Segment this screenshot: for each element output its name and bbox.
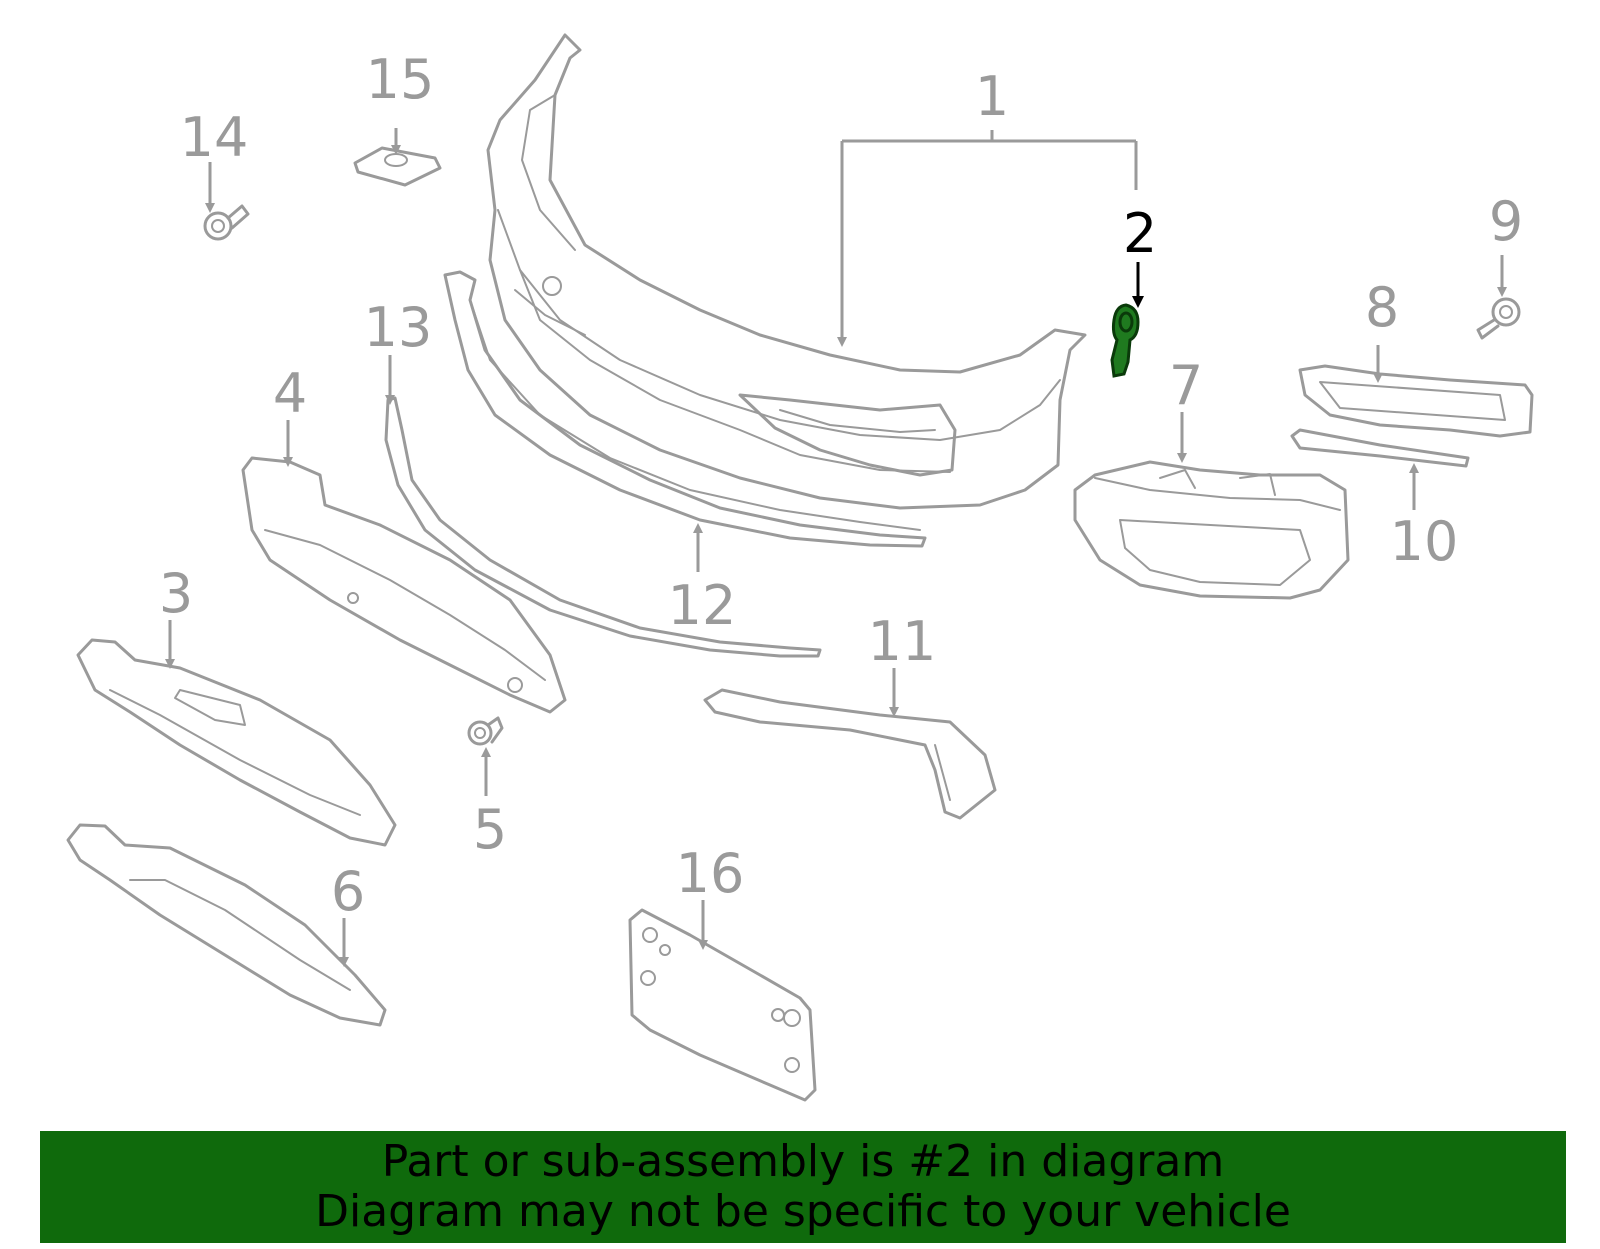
fog-lamp-housing-part (1073, 460, 1350, 600)
lower-valance-part (66, 823, 387, 1027)
clip-part (467, 716, 504, 746)
callout-14: 14 (180, 106, 249, 169)
callout-4: 4 (273, 362, 307, 425)
callout-12: 12 (668, 574, 737, 637)
upper-grille-strip-part (384, 396, 822, 658)
reinforcement-bar-part (241, 456, 567, 714)
callout-9: 9 (1489, 190, 1523, 253)
callout-3: 3 (159, 562, 193, 625)
retainer-nut-part (353, 146, 442, 187)
callout-5: 5 (473, 798, 507, 861)
callout-8: 8 (1365, 276, 1399, 339)
callout-1: 1 (975, 65, 1009, 128)
lower-absorber-part (76, 638, 397, 847)
callout-15: 15 (366, 48, 435, 111)
banner-line-1: Part or sub-assembly is #2 in diagram (381, 1136, 1225, 1187)
callout-7: 7 (1169, 354, 1203, 417)
callout-16: 16 (676, 842, 745, 905)
callout-13: 13 (364, 296, 433, 359)
callout-10: 10 (1390, 510, 1459, 573)
fog-lamp-bezel-part (1298, 364, 1534, 438)
info-banner: Part or sub-assembly is #2 in diagram Di… (40, 1131, 1566, 1243)
highlighted-bracket-part (1110, 303, 1140, 378)
screw-part (1476, 297, 1521, 340)
leader-lines (165, 128, 1507, 967)
callout-labels: 1 2 3 4 5 6 7 8 9 10 11 12 13 14 15 16 (159, 48, 1523, 923)
banner-line-2: Diagram may not be specific to your vehi… (315, 1186, 1291, 1237)
callout-11: 11 (868, 610, 937, 673)
bumper-cover-part (486, 33, 1087, 510)
push-pin-part (203, 204, 250, 241)
lower-grille-strip-part (443, 270, 927, 548)
side-bracket-part (703, 688, 997, 820)
license-bracket-part (628, 908, 817, 1102)
trim-strip-part (1290, 428, 1470, 468)
callout-6: 6 (331, 860, 365, 923)
callout-2: 2 (1123, 202, 1157, 265)
